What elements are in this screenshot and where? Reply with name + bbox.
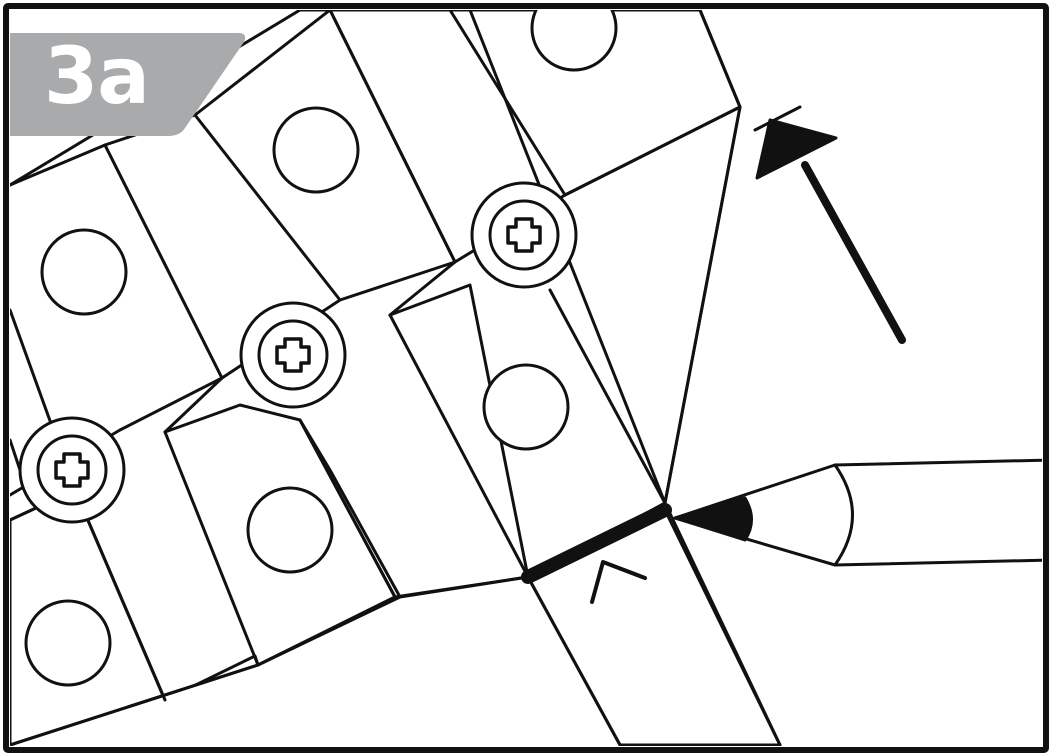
hole bbox=[272, 106, 360, 194]
hole bbox=[482, 363, 570, 451]
hole bbox=[24, 599, 112, 687]
hole bbox=[246, 486, 334, 574]
arrow-up-left-icon bbox=[753, 105, 906, 344]
screw-top-right bbox=[470, 181, 578, 289]
pencil-mark bbox=[521, 503, 672, 584]
hole bbox=[530, 10, 618, 72]
pencil-icon bbox=[673, 458, 1042, 567]
screw-middle bbox=[239, 301, 347, 409]
step-label: 3a bbox=[44, 32, 150, 122]
hole bbox=[40, 228, 128, 316]
frame-border bbox=[3, 3, 1049, 753]
screw-bottom-left bbox=[18, 416, 126, 524]
caret-mark bbox=[590, 560, 647, 604]
step-badge bbox=[10, 33, 246, 136]
